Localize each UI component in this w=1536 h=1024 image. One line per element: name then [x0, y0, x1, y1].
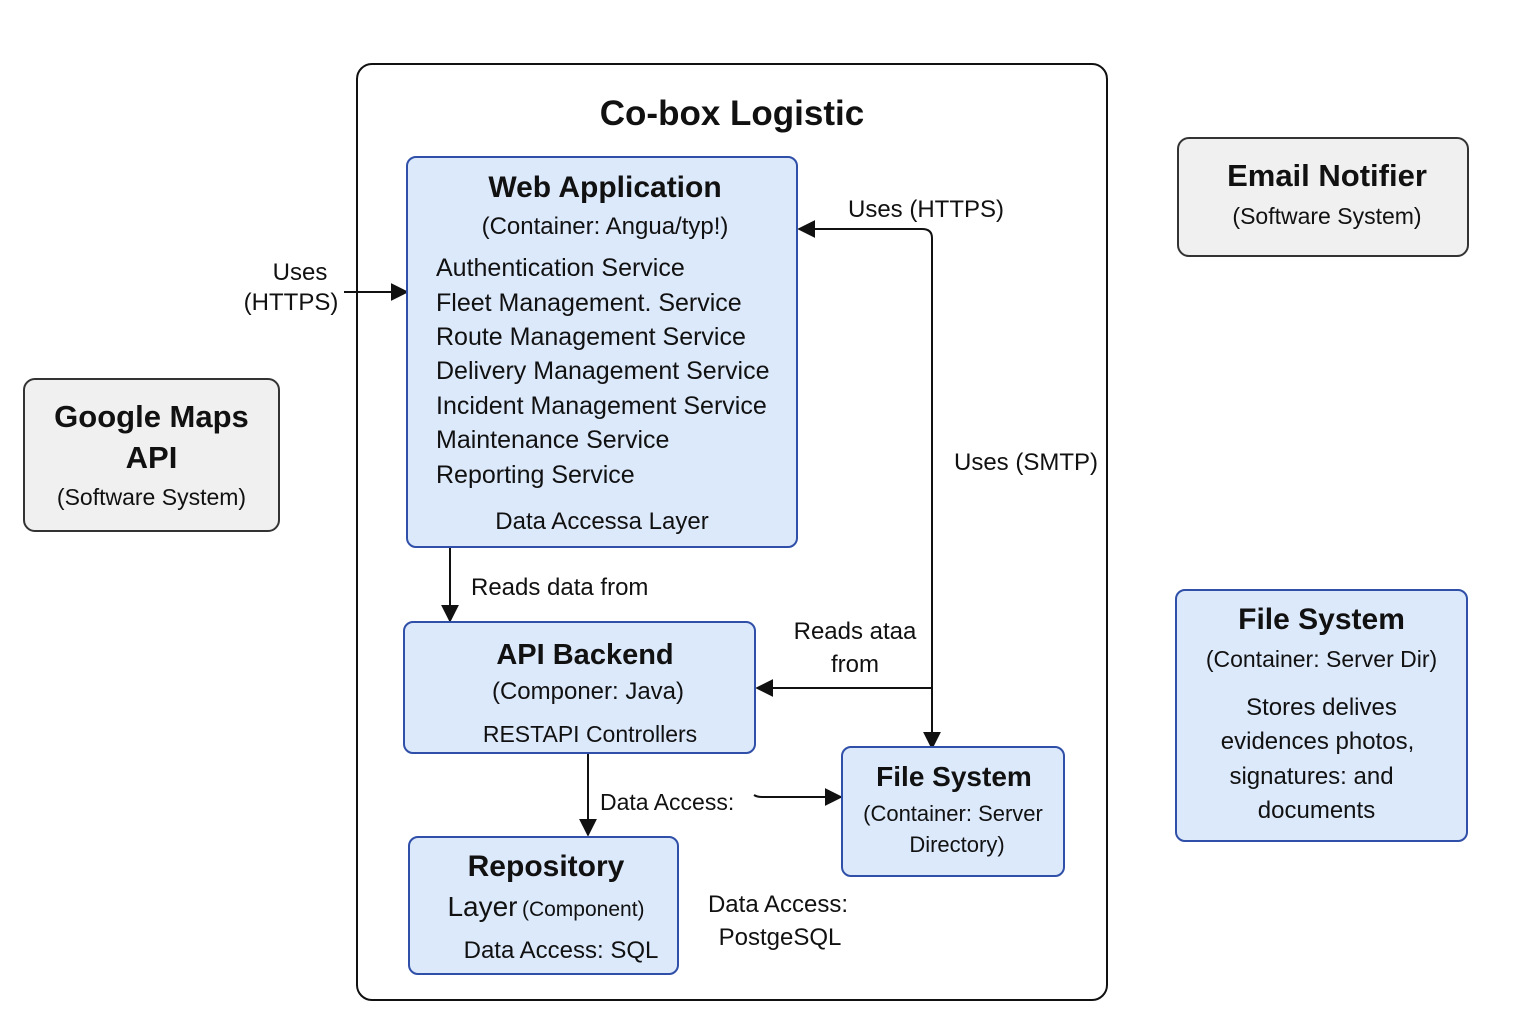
file-system-inner-title: File System — [876, 761, 1032, 792]
file-system-outer-desc: evidences photos, — [1220, 728, 1415, 755]
repository-type-label: (Component) — [521, 898, 645, 921]
edge-label-reads-ataa: Reads ataa — [793, 618, 917, 645]
api-backend-title: API Backend — [496, 639, 674, 671]
edge-label-data-access-postgres: Data Access: — [707, 891, 849, 918]
repository-layer-label: Layer — [447, 891, 518, 922]
file-system-outer-desc: documents — [1257, 797, 1376, 824]
api-backend-detail: RESTAPI Controllers — [482, 721, 698, 747]
system-boundary-title: Co-box Logistic — [599, 94, 865, 133]
repository-subtitle: Layer (Component) — [408, 893, 684, 921]
edge-label-from: from — [831, 651, 879, 678]
web-application-footer: Data Accessa Layer — [495, 508, 709, 535]
edge-label-postgres: PostgeSQL — [718, 924, 842, 951]
file-system-inner-subtitle: (Container: Server — [863, 801, 1043, 826]
edge-data-access-to-file-system — [753, 788, 843, 806]
service-list-item: Reporting Service — [436, 461, 635, 489]
web-application-container[interactable] — [406, 156, 798, 548]
service-list-item: Route Management Service — [436, 323, 746, 351]
file-system-outer-title: File System — [1238, 603, 1405, 636]
repository-detail: Data Access: SQL — [463, 937, 659, 964]
email-notifier-title: Email Notifier — [1227, 158, 1427, 193]
service-list-item: Fleet Management. Service — [436, 289, 742, 317]
edge-label-uses-https: Uses (HTTPS) — [848, 196, 1004, 223]
google-maps-subtitle: (Software System) — [56, 484, 247, 510]
web-application-title: Web Application — [488, 171, 722, 204]
service-list-item: Delivery Management Service — [436, 357, 770, 385]
api-backend-container[interactable] — [403, 621, 756, 754]
edge-label-uses-smtp: Uses (SMTP) — [954, 449, 1098, 476]
service-list-item: Maintenance Service — [436, 426, 670, 454]
email-notifier-subtitle: (Software System) — [1232, 203, 1422, 229]
edge-label-reads-data-from: Reads data from — [471, 574, 649, 601]
edge-https-to-webapp — [797, 220, 933, 746]
file-system-inner-container[interactable] — [841, 746, 1065, 877]
edge-label-data-access: Data Access: — [600, 789, 735, 815]
email-notifier-system[interactable] — [1177, 137, 1469, 257]
repository-container[interactable] — [408, 836, 679, 975]
file-system-inner-subtitle: Directory) — [909, 832, 1005, 857]
google-maps-title: API — [125, 440, 178, 475]
service-list-item: Incident Management Service — [436, 392, 767, 420]
system-boundary — [356, 63, 1108, 1001]
file-system-outer-subtitle: (Container: Server Dir) — [1205, 646, 1438, 672]
repository-title: Repository — [467, 850, 625, 883]
web-application-subtitle: (Container: Angua/typ!) — [481, 213, 729, 240]
edge-label-https: (HTTPS) — [243, 289, 339, 316]
file-system-outer-container[interactable] — [1175, 589, 1468, 842]
file-system-outer-desc: signatures: and — [1229, 763, 1394, 790]
google-maps-api-system[interactable] — [23, 378, 280, 532]
api-backend-subtitle: (Componer: Java) — [491, 678, 685, 705]
service-list-item: Authentication Service — [436, 254, 685, 282]
google-maps-title: Google Maps — [54, 399, 249, 434]
file-system-outer-desc: Stores delives — [1246, 694, 1397, 721]
edge-label-uses: Uses — [272, 259, 328, 286]
